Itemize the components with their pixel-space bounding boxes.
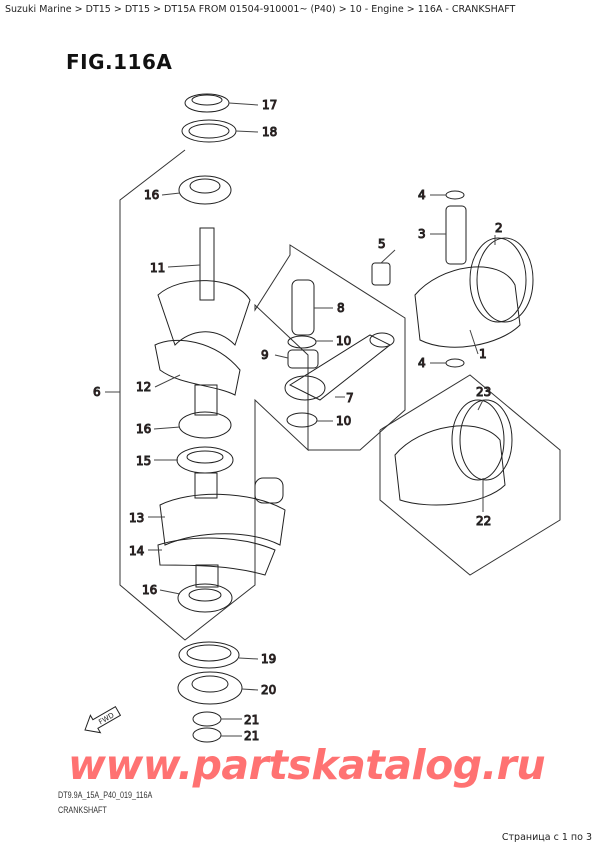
callout-16[interactable]: 16 [144,188,160,203]
callout-6[interactable]: 6 [93,385,102,400]
watermark: www.partskatalog.ru [68,741,546,789]
callout-4[interactable]: 4 [418,188,427,203]
fwd-label: FWD [97,711,115,726]
crank-pin [254,477,284,504]
part-2-ring-b [476,237,534,323]
callout-16[interactable]: 16 [142,583,158,598]
part-17[interactable] [184,93,230,113]
piston-group-frame [379,374,561,576]
part-10-top[interactable] [287,335,317,349]
part-19-inner [186,644,232,662]
callout-10[interactable]: 10 [336,414,352,429]
callout-8[interactable]: 8 [337,301,346,316]
callout-18[interactable]: 18 [262,125,278,140]
rod-small-end [369,332,395,348]
callout-11[interactable]: 11 [150,261,166,276]
callout-23[interactable]: 23 [476,385,492,400]
part-1[interactable] [414,266,521,348]
rod-big-end [284,375,326,401]
part-3[interactable] [445,205,467,265]
part-10-bottom[interactable] [286,412,318,428]
callout-5[interactable]: 5 [378,237,387,252]
page-indicator: Страница с 1 по 3 [501,832,592,843]
callout-7[interactable]: 7 [346,391,355,406]
part-20[interactable] [177,671,243,705]
part-15-inner [186,450,224,464]
part-9[interactable] [287,349,319,369]
callout-16[interactable]: 16 [136,422,152,437]
crank-journal-upper [194,384,218,416]
callout-22[interactable]: 22 [476,514,492,529]
part-21-b[interactable] [192,727,222,743]
part-19[interactable] [178,641,240,669]
callout-20[interactable]: 20 [261,683,277,698]
callout-21[interactable]: 21 [244,713,260,728]
part-12[interactable] [154,339,241,396]
part-16-top[interactable] [178,175,232,205]
part-18-inner [188,123,230,139]
callout-3[interactable]: 3 [418,227,427,242]
figure-title: FIG.116A [66,50,173,74]
part-20-inner [191,675,229,693]
part-23[interactable] [451,399,505,481]
leader-lines [105,102,496,737]
callout-9[interactable]: 9 [261,348,270,363]
callout-15[interactable]: 15 [136,454,152,469]
crank-shaft-end [195,564,219,588]
callout-12[interactable]: 12 [136,380,152,395]
part-23-ring-b [459,399,513,481]
callout-19[interactable]: 19 [261,652,277,667]
part-2[interactable] [469,237,527,323]
part-4-bottom[interactable] [445,358,465,368]
part-8[interactable] [291,279,315,336]
group-frame [119,149,406,641]
part-18[interactable] [181,119,237,143]
callout-2[interactable]: 2 [495,221,504,236]
callout-4[interactable]: 4 [418,356,427,371]
callout-21[interactable]: 21 [244,729,260,744]
callout-1[interactable]: 1 [479,347,488,362]
part-11[interactable] [199,227,215,301]
part-16-bottom[interactable] [177,583,233,613]
part-22[interactable] [394,425,506,506]
part-16-mid[interactable] [178,411,232,439]
figure-caption: CRANKSHAFT [58,805,107,815]
crank-web-upper [157,280,251,346]
drawing-code: DT9.9A_15A_P40_019_116A [58,790,153,800]
callout-17[interactable]: 17 [262,98,278,113]
part-21-a[interactable] [192,711,222,727]
part-13[interactable] [159,493,286,546]
fwd-arrow-icon: FWD [84,705,122,734]
part-16-top-inner [189,178,221,194]
callout-13[interactable]: 13 [129,511,145,526]
crank-journal-lower [194,472,218,499]
part-16-bottom-inner [188,588,222,602]
part-4-top[interactable] [445,190,465,200]
breadcrumb[interactable]: Suzuki Marine > DT15 > DT15 > DT15A FROM… [5,4,516,15]
part-14[interactable] [157,537,276,576]
part-17-inner [191,94,223,106]
part-5[interactable] [371,262,391,286]
callout-14[interactable]: 14 [129,544,145,559]
callout-10[interactable]: 10 [336,334,352,349]
